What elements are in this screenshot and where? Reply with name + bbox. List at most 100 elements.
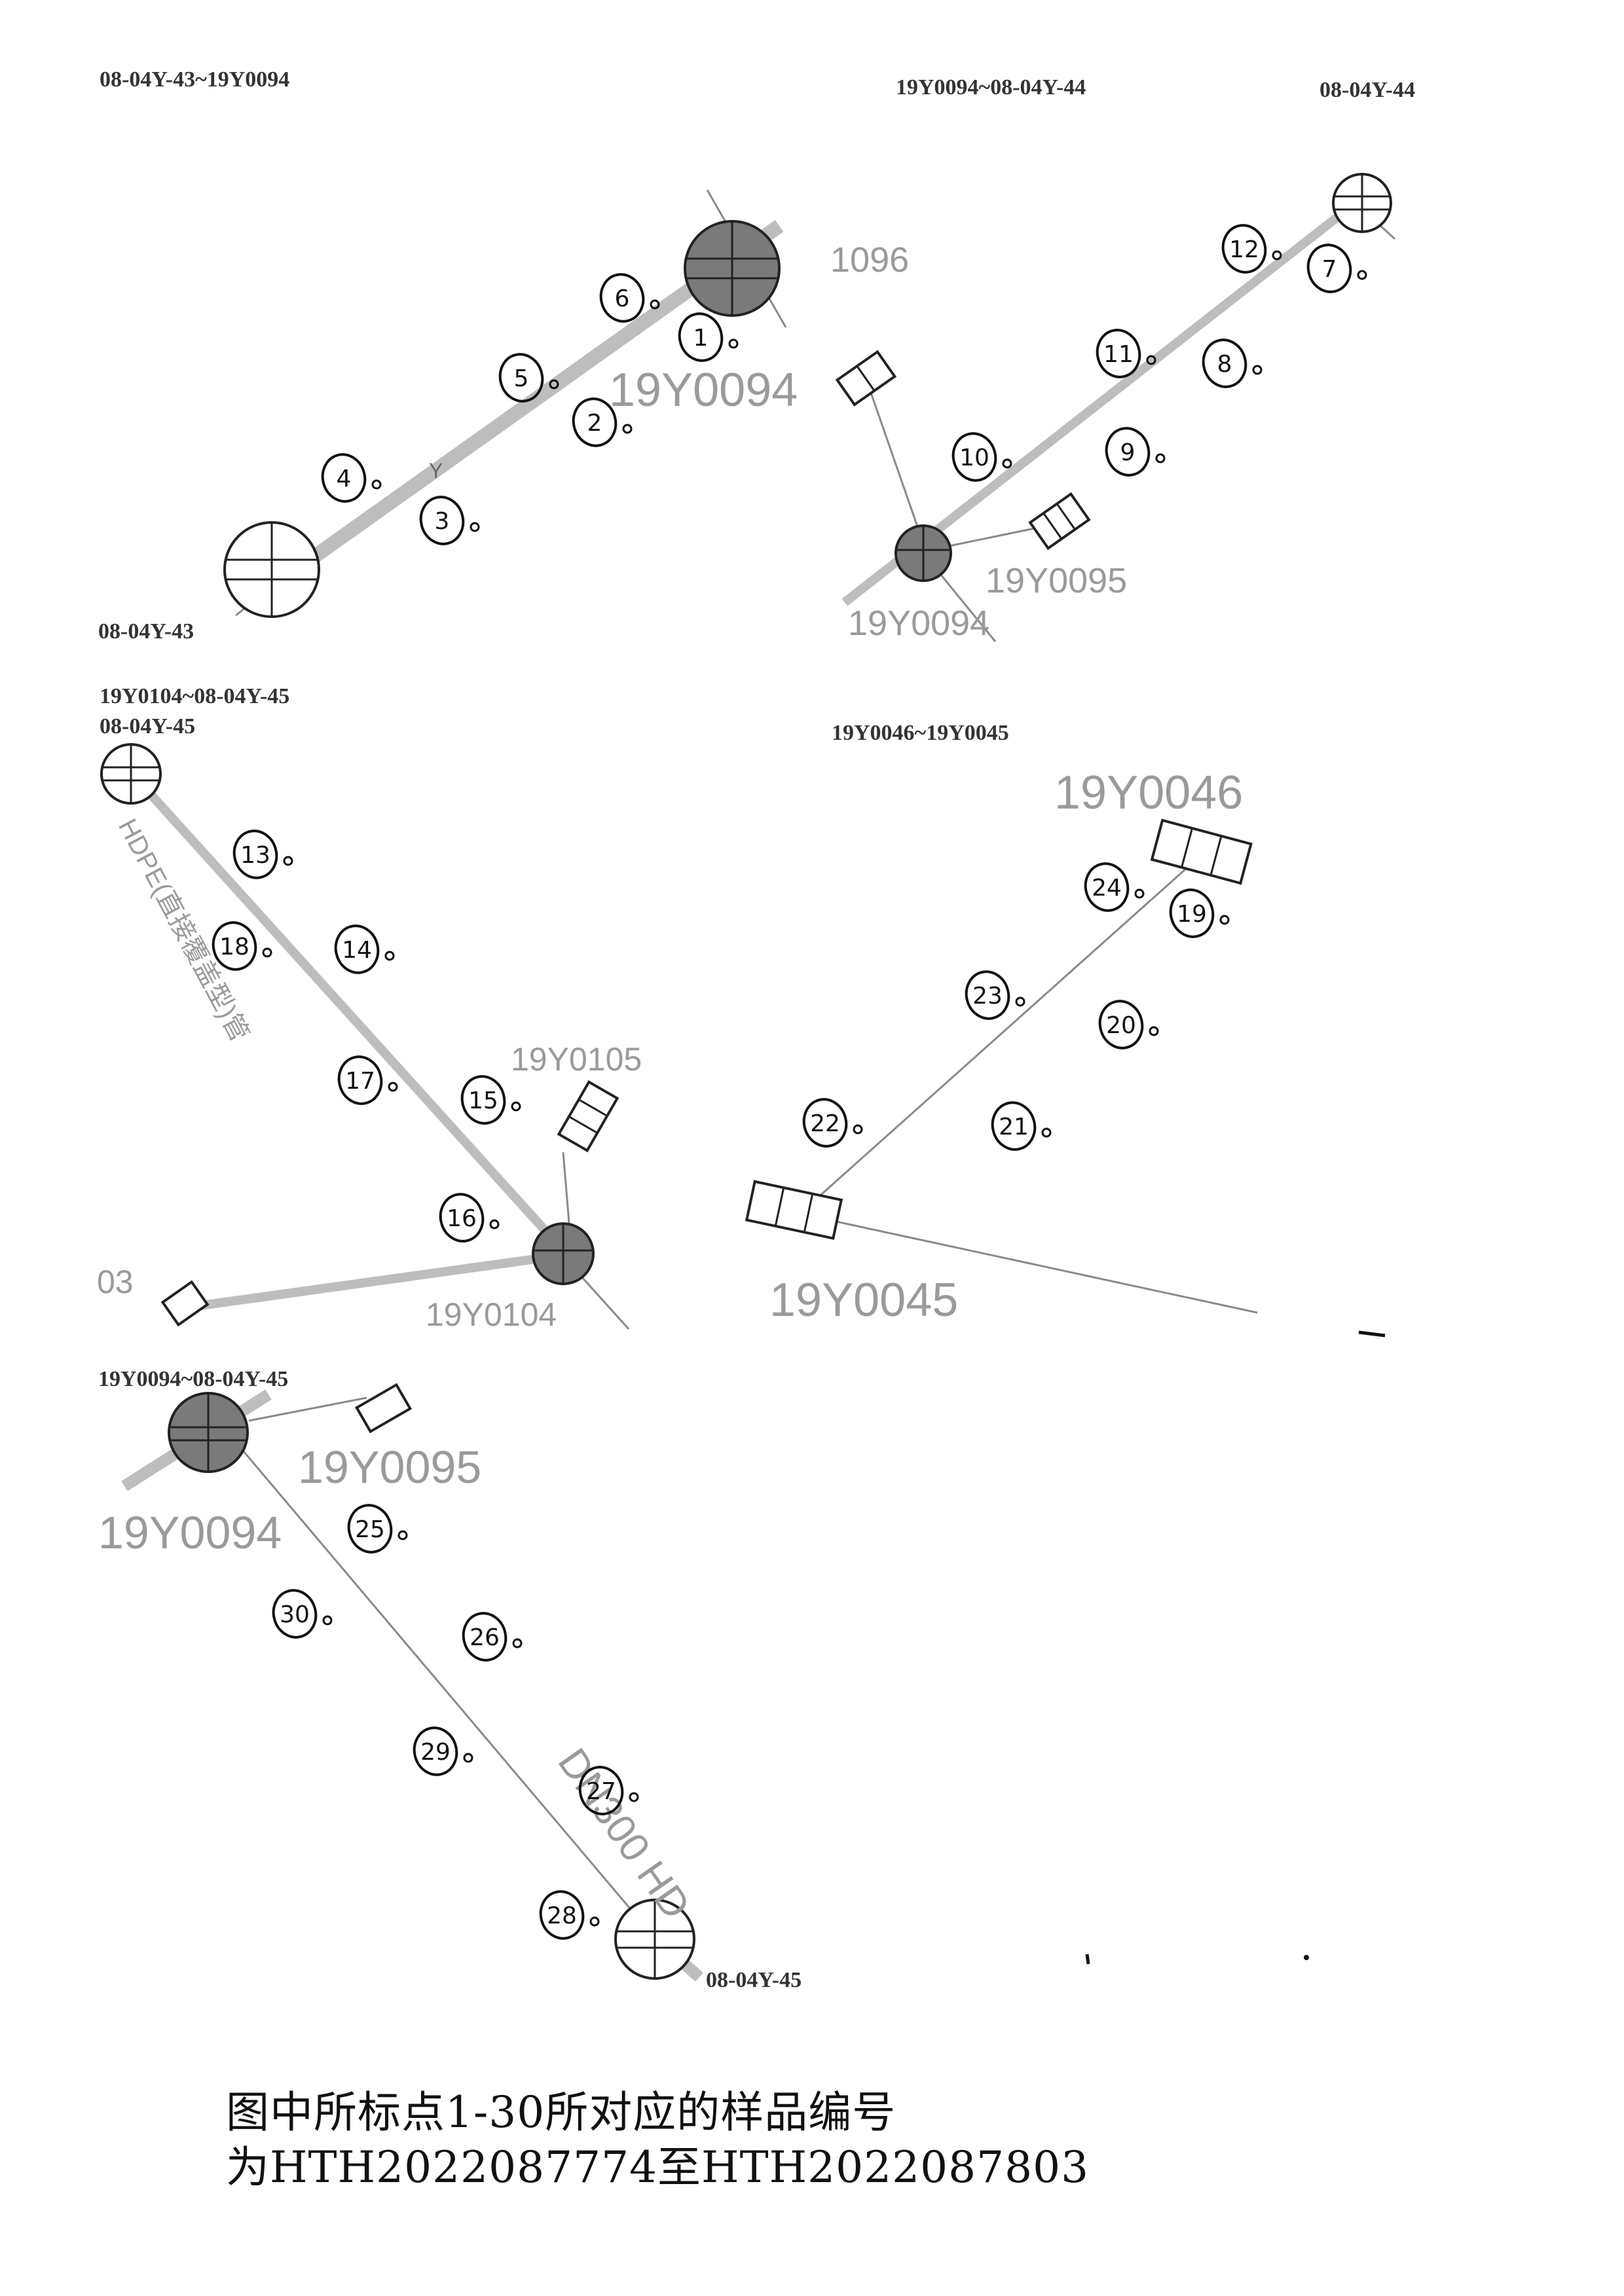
node-label: 08-04Y-43	[98, 619, 194, 644]
pipe-material-label: DN300 HD	[549, 1740, 699, 1927]
manhole-19Y0104	[532, 1222, 595, 1285]
section-title-2: 19Y0094~08-04Y-44	[896, 75, 1086, 100]
sample-point-15: 15	[460, 1075, 521, 1125]
node-label: 1096	[830, 240, 909, 280]
sampling-location-dot	[470, 522, 480, 532]
sample-point-28: 28	[539, 1890, 600, 1940]
sample-point-29: 29	[413, 1726, 473, 1776]
sampling-location-dot	[512, 1638, 523, 1649]
sample-point-label: 12	[1229, 236, 1259, 263]
sample-point-label: 29	[420, 1739, 451, 1766]
sample-point-label: 18	[219, 934, 249, 960]
sample-point-8: 8	[1202, 338, 1263, 388]
panel-1: 19Y0094 08-04Y-43 Y	[98, 189, 798, 644]
sample-point-13: 13	[232, 829, 293, 879]
sample-point-20: 20	[1098, 1000, 1159, 1049]
sampling-location-dot	[1015, 996, 1025, 1007]
inlet-box	[1028, 492, 1091, 551]
inlet-box	[160, 1280, 210, 1327]
sample-point-label: 5	[514, 365, 529, 392]
manhole-19Y0094	[684, 220, 781, 317]
section-title-1: 08-04Y-43~19Y0094	[100, 67, 289, 92]
node-label: 08-04Y-45	[706, 1968, 802, 1992]
sample-point-label: 13	[240, 842, 270, 869]
sample-point-4: 4	[321, 453, 382, 503]
sample-point-11: 11	[1096, 329, 1156, 378]
sampling-location-dot	[1155, 453, 1166, 464]
node-label: 08-04Y-44	[1320, 78, 1415, 102]
sampling-location-dot	[1357, 270, 1367, 280]
sample-point-label: 21	[999, 1114, 1029, 1140]
pipe-line	[196, 1252, 551, 1311]
sample-point-27: 27	[578, 1766, 639, 1815]
sample-point-label: 16	[447, 1205, 477, 1232]
sample-point-5: 5	[498, 353, 559, 403]
sample-point-12: 12	[1221, 224, 1282, 274]
sample-point-label: 14	[342, 937, 372, 964]
sample-point-9: 9	[1105, 427, 1166, 477]
sampling-location-dot	[283, 856, 293, 866]
sample-point-label: 27	[586, 1778, 616, 1805]
sample-point-16: 16	[439, 1193, 500, 1243]
sample-point-label: 4	[337, 465, 352, 492]
node-label: 19Y0045	[769, 1274, 958, 1326]
pipe-line	[818, 1216, 1258, 1314]
sample-point-30: 30	[272, 1589, 333, 1639]
scan-mark	[1304, 1955, 1309, 1960]
sampling-location-dot	[1134, 888, 1145, 899]
node-label: 19Y0046	[1054, 767, 1243, 819]
node-label: 19Y0095	[986, 561, 1127, 600]
inlet-box-19Y0045	[745, 1180, 843, 1240]
sample-point-label: 1	[693, 325, 709, 352]
sample-point-14: 14	[334, 924, 395, 974]
section-title-3: 19Y0104~08-04Y-45	[100, 684, 289, 708]
panel-3: HDPE(直接覆盖型)管 19Y0105 19Y0104 03 08-04Y-4…	[97, 714, 642, 1333]
sample-point-label: 6	[615, 285, 630, 312]
sample-point-label: 28	[547, 1903, 577, 1929]
sample-point-7: 7	[1306, 244, 1367, 293]
sampling-location-dot	[262, 947, 272, 958]
sampling-location-dot	[728, 338, 739, 349]
inlet-box	[557, 1080, 619, 1153]
sample-point-label: 24	[1092, 875, 1122, 902]
sample-point-26: 26	[462, 1612, 523, 1662]
sampling-location-dot	[1002, 458, 1012, 469]
inlet-box-19Y0046	[1150, 818, 1253, 885]
pipe-line	[127, 769, 567, 1254]
sample-point-2: 2	[572, 397, 633, 447]
sample-point-label: 15	[468, 1087, 498, 1114]
sample-point-label: 22	[810, 1110, 840, 1137]
pipe-line	[870, 392, 925, 544]
sampling-location-dot	[1272, 250, 1282, 261]
panel-5: 19Y0095 19Y0094 DN300 HD 08-04Y-45	[98, 1383, 1309, 1992]
inlet-box	[354, 1383, 413, 1434]
sample-point-label: 10	[959, 445, 989, 471]
sampling-location-dot	[1041, 1127, 1052, 1138]
manhole-19Y0094-c	[168, 1392, 249, 1473]
caption-line-1: 图中所标点1-30所对应的样品编号	[226, 2087, 896, 2138]
sample-points: 1234567891011121314151617181920212223242…	[212, 224, 1367, 1940]
sample-point-label: 17	[345, 1068, 375, 1095]
sample-point-label: 23	[972, 983, 1003, 1010]
sample-point-19: 19	[1169, 888, 1230, 938]
manhole-08-04Y-43	[223, 521, 320, 618]
sampling-location-dot	[650, 299, 660, 310]
manhole-08-04Y-44	[1332, 173, 1392, 233]
sample-point-23: 23	[965, 970, 1025, 1020]
section-title-5: 19Y0094~08-04Y-45	[98, 1367, 288, 1391]
sampling-location-dot	[589, 1916, 600, 1927]
sample-point-label: 11	[1103, 341, 1134, 368]
node-label: 03	[97, 1264, 134, 1300]
sample-point-22: 22	[802, 1098, 863, 1148]
sampling-location-dot	[622, 424, 633, 434]
sampling-location-dot	[322, 1615, 333, 1626]
sample-point-label: 30	[280, 1601, 310, 1628]
pipe-line	[562, 1152, 571, 1231]
node-label: 19Y0094	[848, 604, 989, 643]
scan-mark	[1085, 1954, 1090, 1965]
sample-point-label: 3	[435, 508, 450, 535]
sample-point-label: 25	[355, 1516, 385, 1543]
sampling-location-dot	[388, 1082, 398, 1092]
sample-point-18: 18	[212, 921, 272, 971]
pipe-line	[798, 856, 1199, 1216]
